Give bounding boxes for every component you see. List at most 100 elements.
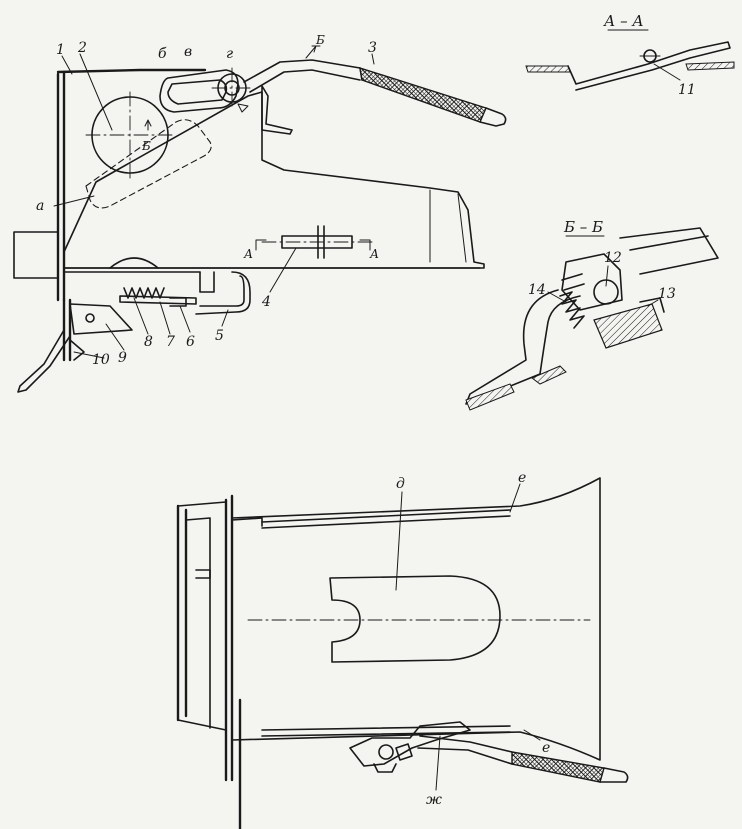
leader-1 bbox=[61, 55, 73, 75]
labels: 1 2 3 4 5 6 7 8 9 10 11 12 13 14 а б в г… bbox=[36, 12, 696, 808]
plan-cutout-d bbox=[329, 575, 501, 663]
section-aa bbox=[525, 29, 735, 91]
bb-housing bbox=[561, 253, 623, 311]
leader-5 bbox=[221, 309, 229, 327]
aa-leader-11 bbox=[653, 63, 681, 81]
bb-actuator-end bbox=[639, 297, 665, 313]
window-axis bbox=[85, 91, 177, 179]
label-9: 9 bbox=[118, 350, 127, 366]
plan-bottom-rail bbox=[261, 725, 511, 737]
cut-label-b-window: Б bbox=[141, 139, 151, 153]
plan-pivot-block bbox=[395, 743, 413, 761]
label-d: д bbox=[396, 476, 405, 492]
bb-curved-arm bbox=[465, 289, 581, 405]
label-6: 6 bbox=[186, 334, 195, 350]
section-mark-b bbox=[305, 45, 321, 59]
label-b: б bbox=[158, 46, 167, 62]
plan-left-inner bbox=[185, 517, 211, 729]
lever-handle-grip bbox=[359, 66, 487, 123]
label-1: 1 bbox=[56, 42, 65, 58]
label-3: 3 bbox=[368, 40, 377, 56]
aa-channel bbox=[567, 41, 731, 91]
leader-9 bbox=[105, 323, 125, 351]
slot-dashed bbox=[85, 119, 212, 209]
stop-6 bbox=[169, 297, 187, 307]
pipe-5-inner bbox=[199, 275, 245, 307]
leader-d bbox=[395, 491, 403, 591]
leader-7 bbox=[159, 301, 171, 335]
section-mark-a bbox=[255, 239, 371, 251]
wall-lower bbox=[62, 298, 72, 362]
shaft-collar bbox=[317, 225, 325, 259]
plan-tray bbox=[231, 477, 601, 761]
label-a: а bbox=[36, 198, 44, 214]
plan-top-rail bbox=[261, 509, 511, 529]
leader-8 bbox=[133, 297, 149, 335]
pipe-5 bbox=[195, 271, 251, 315]
bb-housing-detail bbox=[561, 273, 585, 291]
leader-e1 bbox=[509, 483, 521, 513]
label-14: 14 bbox=[528, 282, 546, 298]
label-12: 12 bbox=[604, 250, 622, 266]
bb-base-flange bbox=[465, 383, 515, 411]
section-title-aa: А – А bbox=[603, 12, 644, 30]
plan-left-wall bbox=[176, 504, 188, 722]
label-g: г bbox=[226, 46, 233, 62]
cut-arrow-b-small bbox=[144, 119, 152, 131]
plan-lever-rod bbox=[417, 735, 513, 765]
label-8: 8 bbox=[144, 334, 153, 350]
lever-slot-inner bbox=[167, 79, 228, 105]
leader-3 bbox=[371, 53, 375, 65]
label-v: в bbox=[184, 44, 192, 60]
leader-e2 bbox=[523, 729, 541, 741]
label-13: 13 bbox=[658, 286, 676, 302]
leader-6 bbox=[179, 305, 191, 333]
shaft-4 bbox=[281, 235, 353, 249]
bracket-under bbox=[199, 271, 215, 293]
floor-dome bbox=[109, 257, 159, 269]
cut-label-a-left: А bbox=[243, 247, 253, 261]
label-7: 7 bbox=[166, 334, 175, 350]
label-e1: е bbox=[518, 470, 526, 486]
pawl-hook bbox=[69, 339, 85, 361]
leader-a bbox=[53, 195, 95, 207]
bb-base-flange-2 bbox=[531, 365, 567, 385]
leader-14 bbox=[547, 291, 567, 303]
plan-view bbox=[176, 477, 629, 829]
pivot-latch bbox=[237, 103, 249, 113]
bb-tube bbox=[619, 227, 719, 275]
lever-9 bbox=[69, 303, 133, 335]
cut-label-b-top: Б bbox=[315, 33, 325, 47]
leader-4 bbox=[269, 247, 297, 293]
leader-2 bbox=[79, 53, 113, 131]
plan-flange bbox=[224, 494, 234, 782]
left-stub bbox=[13, 231, 59, 279]
bb-tube-inner bbox=[629, 235, 709, 251]
label-zh: ж bbox=[426, 792, 442, 808]
leader-12 bbox=[605, 265, 609, 287]
hopper-body bbox=[63, 91, 485, 269]
leader-zh bbox=[435, 735, 441, 791]
aa-right-flange bbox=[685, 61, 735, 71]
label-10: 10 bbox=[92, 352, 110, 368]
pivot-axis bbox=[211, 67, 253, 109]
plan-latch bbox=[349, 721, 471, 767]
lever-rod bbox=[243, 59, 361, 93]
plan-left-edges bbox=[177, 501, 227, 731]
bb-actuator-13 bbox=[593, 303, 663, 349]
bottom-plate bbox=[63, 267, 481, 273]
plan-lever-tip bbox=[599, 767, 629, 783]
pawl-10 bbox=[17, 329, 71, 393]
plan-pivot-base bbox=[373, 763, 397, 773]
plan-top-rail-end bbox=[231, 517, 263, 527]
plan-left-tab bbox=[195, 569, 211, 579]
lever-handle-tip bbox=[479, 107, 507, 127]
label-11: 11 bbox=[678, 82, 696, 98]
bb-spring-14 bbox=[559, 291, 585, 329]
leader-13 bbox=[647, 299, 659, 307]
plan-pivot bbox=[378, 744, 394, 760]
hopper-inner-line bbox=[429, 189, 467, 263]
label-2: 2 bbox=[77, 40, 87, 56]
lever-bracket bbox=[261, 85, 293, 135]
